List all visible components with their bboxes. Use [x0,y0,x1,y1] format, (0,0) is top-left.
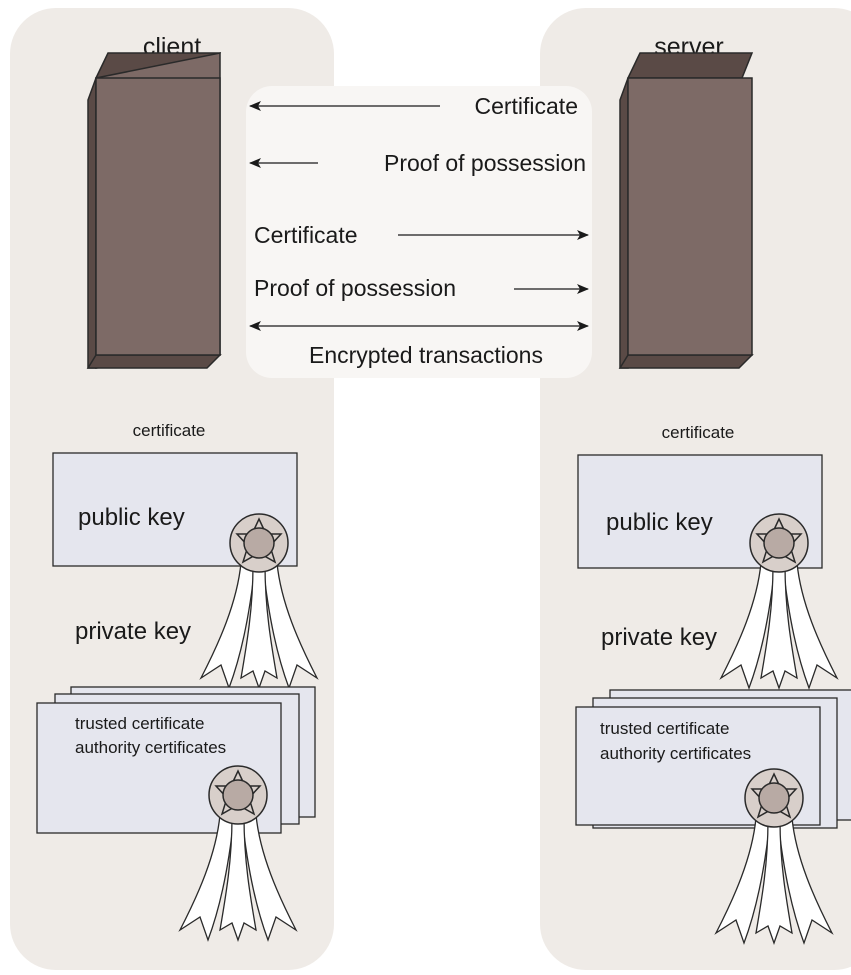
client-certificate-label: certificate [133,421,206,440]
client-trusted-line2: authority certificates [75,738,226,757]
server-certificate-label: certificate [662,423,735,442]
client-public-key-label: public key [78,504,185,531]
message-encrypted-transactions: Encrypted transactions [309,342,543,368]
message-exchange-box [246,86,592,378]
client-certificate-seal-icon [229,513,289,573]
client-machine-icon [86,52,222,369]
server-certificate-seal-icon [749,513,809,573]
server-machine-icon [618,52,754,369]
server-trusted-line1: trusted certificate [600,719,729,738]
server-trusted-line2: authority certificates [600,744,751,763]
message-certificate-to-client: Certificate [474,93,578,119]
server-trusted-seal-icon [744,768,804,828]
server-private-key-label: private key [601,624,717,651]
message-certificate-to-server: Certificate [254,222,358,248]
server-public-key-label: public key [606,509,713,536]
client-trusted-certificates-stack [36,686,316,834]
client-private-key-label: private key [75,618,191,645]
client-trusted-seal-icon [208,765,268,825]
message-proof-to-server: Proof of possession [254,275,456,301]
client-trusted-line1: trusted certificate [75,714,204,733]
message-proof-to-client: Proof of possession [384,150,586,176]
